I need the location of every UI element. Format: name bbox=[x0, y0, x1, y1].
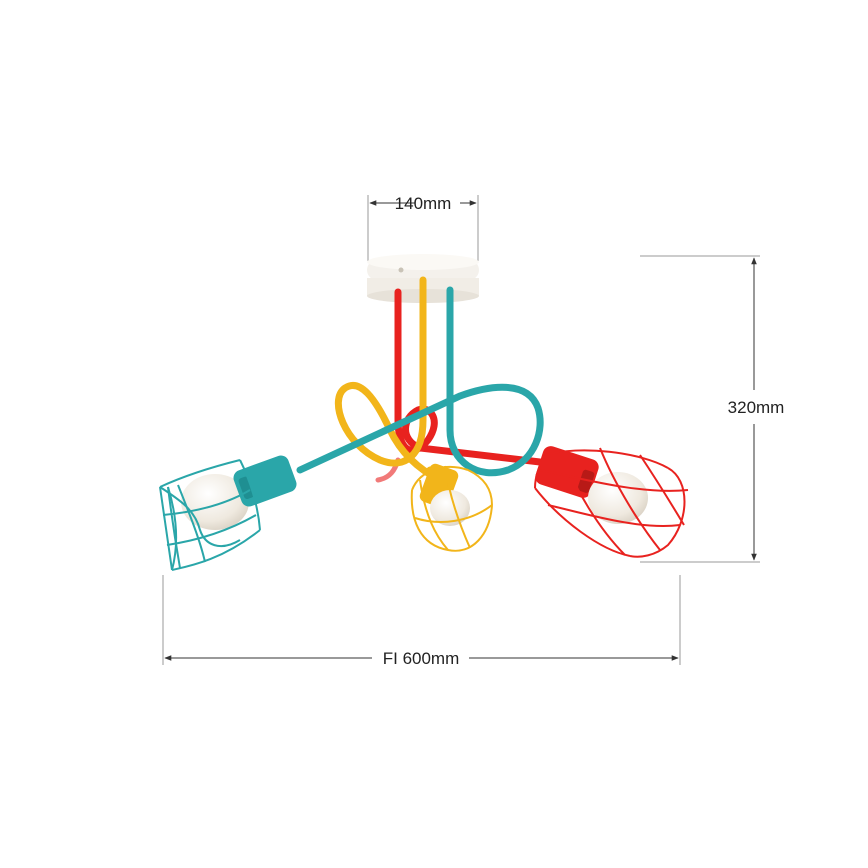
diameter-label: FI 600mm bbox=[383, 649, 460, 668]
yellow-lamp-shade bbox=[410, 463, 493, 552]
red-arm bbox=[394, 288, 544, 466]
canopy-width-dimension: 140mm bbox=[367, 194, 479, 262]
height-dimension: 320mm bbox=[640, 255, 785, 563]
ceiling-lamp bbox=[159, 254, 689, 571]
yellow-arm bbox=[334, 276, 444, 484]
teal-arm bbox=[296, 286, 544, 477]
teal-lamp-shade bbox=[159, 455, 297, 571]
canopy-width-label: 140mm bbox=[395, 194, 452, 213]
diameter-dimension: FI 600mm bbox=[162, 575, 681, 668]
red-lamp-shade bbox=[534, 446, 689, 558]
height-label: 320mm bbox=[728, 398, 785, 417]
